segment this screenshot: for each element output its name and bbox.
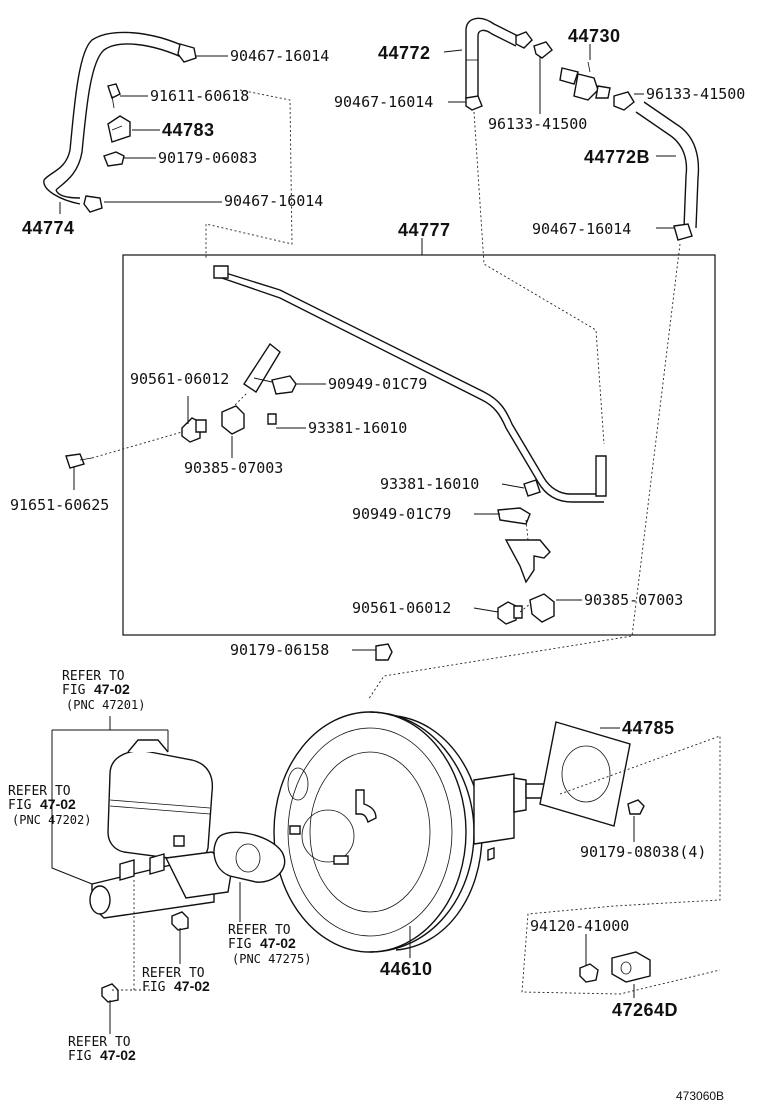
reservoir-drawing bbox=[107, 739, 214, 862]
clamp-icon bbox=[673, 223, 693, 241]
refer-pnc: (PNC 47202) bbox=[12, 813, 91, 827]
refer-pnc: (PNC 47201) bbox=[66, 698, 145, 712]
refer-note-d: REFER TO FIG 47-02 bbox=[142, 966, 210, 995]
screw-93381-icon bbox=[523, 479, 541, 497]
callout-90385-07003: 90385-07003 bbox=[184, 459, 283, 477]
refer-fig-prefix: FIG bbox=[8, 798, 32, 813]
nut-90179-icon bbox=[103, 151, 125, 167]
refer-fig-prefix: FIG bbox=[62, 683, 86, 698]
valve-91611-icon bbox=[107, 83, 121, 109]
callout-90179-08038: 90179-08038(4) bbox=[580, 843, 706, 861]
nut-90179-06158-icon bbox=[375, 643, 393, 661]
callout-90467-16014-c: 90467-16014 bbox=[334, 93, 433, 111]
callout-93381-16010: 93381-16010 bbox=[308, 419, 407, 437]
bracket-90949-icon bbox=[243, 342, 297, 395]
callout-90949-01C79: 90949-01C79 bbox=[328, 375, 427, 393]
callout-44785: 44785 bbox=[622, 718, 675, 738]
screw-93381-icon bbox=[267, 413, 277, 425]
nut-94120-icon bbox=[579, 963, 599, 983]
refer-label: REFER TO bbox=[8, 784, 71, 799]
callout-90561-06012-b: 90561-06012 bbox=[352, 599, 451, 617]
gasket-44785-icon bbox=[539, 721, 631, 827]
refer-note-b: REFER TO FIG 47-02 (PNC 47202) bbox=[8, 784, 91, 827]
callout-90385-07003-b: 90385-07003 bbox=[584, 591, 683, 609]
refer-note-a: REFER TO FIG 47-02 (PNC 47201) bbox=[62, 669, 145, 712]
callout-90179-06158: 90179-06158 bbox=[230, 641, 329, 659]
hose-44772b-drawing bbox=[635, 101, 700, 229]
callout-44783: 44783 bbox=[162, 120, 215, 140]
refer-pnc: (PNC 47275) bbox=[232, 952, 311, 966]
callout-47264D: 47264D bbox=[612, 1000, 678, 1020]
callout-94120-41000: 94120-41000 bbox=[530, 917, 629, 935]
refer-fig-prefix: FIG bbox=[142, 980, 166, 995]
callout-44772: 44772 bbox=[378, 43, 431, 63]
nut-icon bbox=[101, 911, 189, 1003]
refer-note-e: REFER TO FIG 47-02 bbox=[68, 1035, 136, 1064]
refer-label: REFER TO bbox=[62, 669, 125, 684]
clamp-icon bbox=[613, 91, 635, 111]
callout-90949-01C79-b: 90949-01C79 bbox=[352, 505, 451, 523]
clamp-icon bbox=[83, 43, 197, 213]
bracket-plate-icon bbox=[504, 539, 551, 584]
callout-44772B: 44772B bbox=[584, 147, 650, 167]
refer-fig-number: 47-02 bbox=[100, 1047, 136, 1063]
master-cylinder-drawing bbox=[89, 835, 233, 919]
grommet-90561-icon bbox=[181, 417, 207, 443]
refer-fig-number: 47-02 bbox=[94, 681, 130, 697]
clip-44783-icon bbox=[107, 115, 131, 143]
hose-44772-drawing bbox=[465, 17, 523, 100]
brake-booster-44610-drawing bbox=[273, 711, 551, 953]
gasket-plate-icon bbox=[213, 831, 286, 883]
tube-assembly-box bbox=[122, 254, 716, 636]
callout-44774: 44774 bbox=[22, 218, 75, 238]
figure-code: 473060B bbox=[676, 1089, 724, 1103]
hose-44774-drawing bbox=[43, 31, 189, 205]
callout-96133-41500: 96133-41500 bbox=[488, 115, 587, 133]
callout-91651-60625: 91651-60625 bbox=[10, 496, 109, 514]
cushion-90385-icon bbox=[221, 405, 245, 435]
callout-90467-16014: 90467-16014 bbox=[230, 47, 329, 65]
nut-90179-08038-icon bbox=[627, 799, 645, 815]
refer-fig-number: 47-02 bbox=[174, 978, 210, 994]
refer-label: REFER TO bbox=[68, 1035, 131, 1050]
check-valve-44730-icon bbox=[559, 61, 611, 101]
bracket-47264d-icon bbox=[611, 951, 651, 983]
callout-44610: 44610 bbox=[380, 959, 433, 979]
cushion-90385-icon bbox=[529, 593, 555, 623]
callout-44777: 44777 bbox=[398, 220, 451, 240]
bolt-91651-icon bbox=[65, 453, 93, 469]
refer-label: REFER TO bbox=[142, 966, 205, 981]
refer-note-c: REFER TO FIG 47-02 (PNC 47275) bbox=[228, 923, 311, 966]
vacuum-tube-44777-drawing bbox=[213, 265, 607, 503]
grommet-90561-icon bbox=[497, 601, 523, 625]
callout-90561-06012: 90561-06012 bbox=[130, 370, 229, 388]
callout-91611-60618: 91611-60618 bbox=[150, 87, 249, 105]
callout-93381-16010-b: 93381-16010 bbox=[380, 475, 479, 493]
callout-90467-16014-d: 90467-16014 bbox=[532, 220, 631, 238]
callout-96133-41500-b: 96133-41500 bbox=[646, 85, 745, 103]
refer-fig-prefix: FIG bbox=[68, 1049, 92, 1064]
refer-fig-prefix: FIG bbox=[228, 937, 252, 952]
callout-44730: 44730 bbox=[568, 26, 621, 46]
callout-90179-06083: 90179-06083 bbox=[158, 149, 257, 167]
refer-label: REFER TO bbox=[228, 923, 291, 938]
refer-fig-number: 47-02 bbox=[40, 796, 76, 812]
bracket-90949-icon bbox=[497, 507, 531, 525]
refer-fig-number: 47-02 bbox=[260, 935, 296, 951]
clamp-icon bbox=[465, 31, 553, 111]
callout-90467-16014-b: 90467-16014 bbox=[224, 192, 323, 210]
